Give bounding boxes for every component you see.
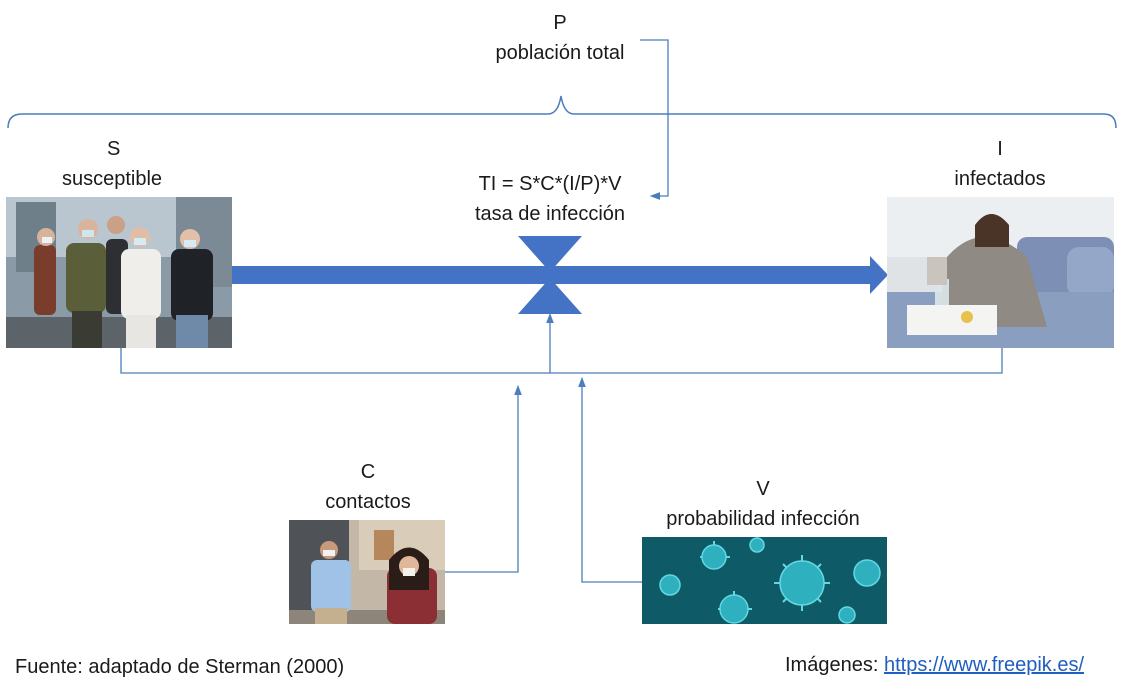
population-label: P población total: [460, 8, 660, 68]
susceptible-name: susceptible: [61, 168, 163, 190]
infected-label: I infectados: [910, 134, 1090, 194]
population-brace: [7, 95, 1117, 129]
susceptible-symbol: S: [107, 138, 121, 160]
probability-label: V probabilidad infección: [638, 474, 888, 534]
virus-photo: [642, 537, 887, 624]
susceptible-label: S susceptible: [22, 134, 202, 194]
contacts-label: C contactos: [288, 457, 448, 517]
flow-label: TI = S*C*(I/P)*V tasa de infección: [430, 169, 670, 229]
probability-connector: [578, 376, 642, 583]
contacts-connector: [445, 384, 522, 573]
susceptible-photo: [6, 197, 232, 348]
population-connector: [640, 39, 669, 200]
contacts-name: contactos: [325, 491, 411, 513]
valve-icon: [518, 236, 582, 314]
probability-name: probabilidad infección: [666, 508, 860, 530]
images-credit-label: Imágenes:: [785, 654, 879, 676]
freepik-link[interactable]: https://www.freepik.es/: [883, 654, 1085, 676]
infected-photo: [887, 197, 1114, 348]
contacts-photo: [289, 520, 445, 624]
stock-feedback-connector: [120, 348, 1003, 374]
infected-symbol: I: [997, 138, 1003, 160]
contacts-symbol: C: [360, 461, 376, 483]
flow-equation: TI = S*C*(I/P)*V: [478, 173, 622, 195]
flow-pipe: [232, 266, 872, 284]
population-symbol: P: [553, 12, 567, 34]
population-name: población total: [495, 42, 625, 64]
source-note: Fuente: adaptado de Sterman (2000): [15, 656, 345, 678]
images-credit: Imágenes: https://www.freepik.es/: [785, 652, 1084, 678]
flow-arrowhead: [870, 256, 888, 294]
flow-name: tasa de infección: [474, 203, 626, 225]
infected-name: infectados: [954, 168, 1046, 190]
probability-symbol: V: [756, 478, 770, 500]
